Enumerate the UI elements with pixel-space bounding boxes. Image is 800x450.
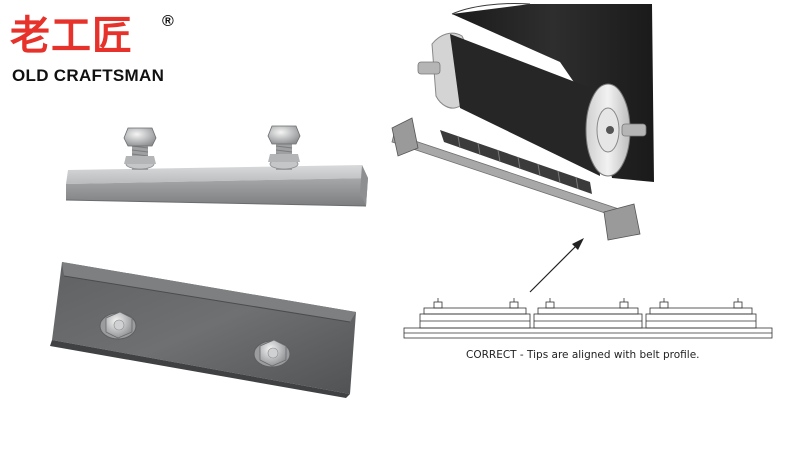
brand-name-cn: 老工匠	[10, 13, 133, 59]
bolt-icon	[253, 339, 291, 368]
brand-name-en: OLD CRAFTSMAN	[12, 66, 165, 85]
plate-top-view	[65, 165, 368, 207]
registered-mark: ®	[162, 13, 174, 30]
arrow-icon	[529, 238, 584, 293]
conveyor-illustration	[391, 3, 654, 241]
bolt-icon	[99, 311, 137, 340]
brand-logo: 老工匠 ® OLD CRAFTSMAN	[10, 14, 190, 94]
plate-angled-view	[50, 262, 356, 398]
bolt-icon	[267, 125, 301, 170]
diagram-caption: CORRECT - Tips are aligned with belt pro…	[466, 349, 700, 361]
bolt-icon	[123, 127, 157, 170]
belt-profile-drawing	[403, 298, 773, 339]
